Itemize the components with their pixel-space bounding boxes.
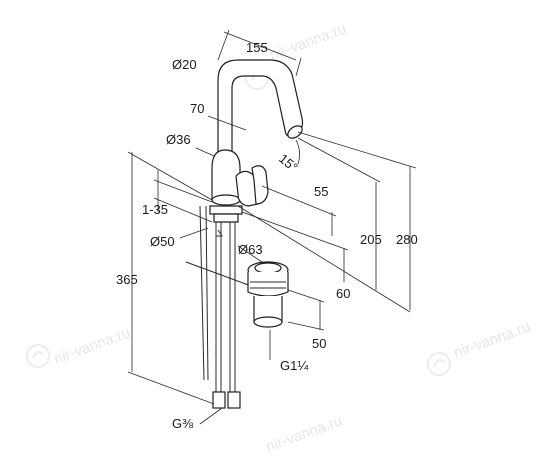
- dim-angle-15: 15°: [276, 151, 301, 175]
- faucet-body: [209, 149, 243, 223]
- faucet-lever-handle: [235, 165, 269, 207]
- dim-diameter-63: Ø63: [238, 242, 263, 257]
- dim-205: 205: [360, 232, 382, 247]
- dim-60: 60: [336, 286, 350, 301]
- dim-50: 50: [312, 336, 326, 351]
- supply-hoses: [212, 222, 241, 409]
- watermark-text: nir-vanna.ru: [264, 412, 345, 455]
- dim-diameter-50: Ø50: [150, 234, 175, 249]
- watermark-text: nir-vanna.ru: [452, 318, 533, 361]
- faucet-spout: [217, 59, 304, 161]
- dim-55: 55: [314, 184, 328, 199]
- dimension-lines: [127, 29, 417, 425]
- dim-diameter-36: Ø36: [166, 132, 191, 147]
- dim-1-35: 1-35: [142, 202, 168, 217]
- dim-280: 280: [396, 232, 418, 247]
- watermark-text: nir-vanna.ru: [52, 324, 133, 367]
- dim-155: 155: [246, 40, 268, 55]
- watermark-logo-icon: [26, 344, 50, 368]
- watermark-text: nir-vanna.ru: [268, 20, 349, 63]
- waste-valve: [247, 261, 289, 328]
- dim-g1-quarter: G1¼: [280, 358, 308, 373]
- dimension-labels: 155 Ø20 70 Ø36 15° 55 1-35 Ø50 Ø63 205 2…: [116, 40, 418, 431]
- dim-365: 365: [116, 272, 138, 287]
- dim-70: 70: [190, 101, 204, 116]
- watermark-logo-icon: [427, 352, 451, 376]
- dim-diameter-20: Ø20: [172, 57, 197, 72]
- dim-g3-eighths: G⅜: [172, 416, 193, 431]
